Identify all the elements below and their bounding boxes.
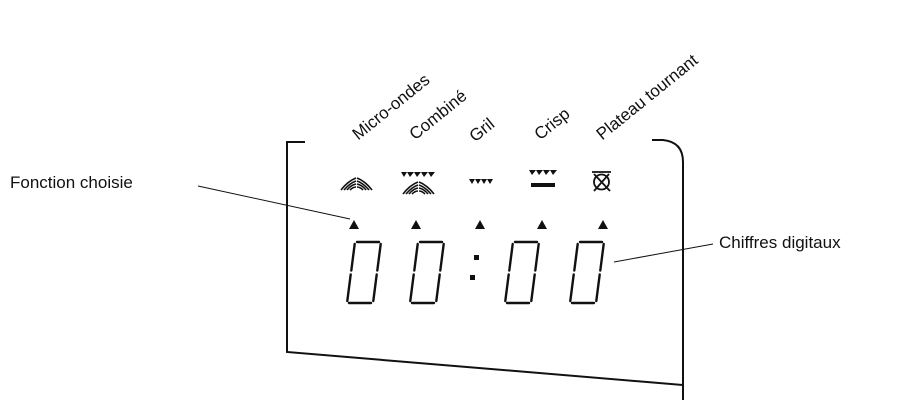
indicator-triangle bbox=[537, 220, 547, 229]
display-digit bbox=[346, 240, 382, 305]
crisp-icon bbox=[529, 170, 557, 187]
digit-segments bbox=[409, 240, 445, 305]
callout-selected-function: Fonction choisie bbox=[10, 173, 133, 192]
display-digit bbox=[569, 240, 605, 305]
indicator-triangle bbox=[598, 220, 608, 229]
leader-line-selected-function bbox=[197, 185, 351, 220]
digit-segments bbox=[346, 240, 382, 305]
display-digit bbox=[409, 240, 445, 305]
function-indicators bbox=[349, 220, 608, 229]
turntable-off-icon bbox=[592, 171, 611, 192]
callout-digits: Chiffres digitaux bbox=[719, 233, 841, 252]
indicator-triangle bbox=[411, 220, 421, 229]
leader-line-digits bbox=[613, 243, 714, 263]
digit-segments bbox=[569, 240, 605, 305]
display-frame bbox=[286, 139, 684, 400]
microwave-waves-icon bbox=[340, 177, 373, 191]
digital-display bbox=[346, 240, 605, 305]
combined-grill-waves-icon bbox=[401, 172, 435, 195]
display-digit bbox=[504, 240, 540, 305]
indicator-triangle bbox=[475, 220, 485, 229]
digit-segments bbox=[504, 240, 540, 305]
grill-icon bbox=[467, 179, 493, 184]
indicator-triangle bbox=[349, 220, 359, 229]
display-colon bbox=[470, 255, 479, 280]
